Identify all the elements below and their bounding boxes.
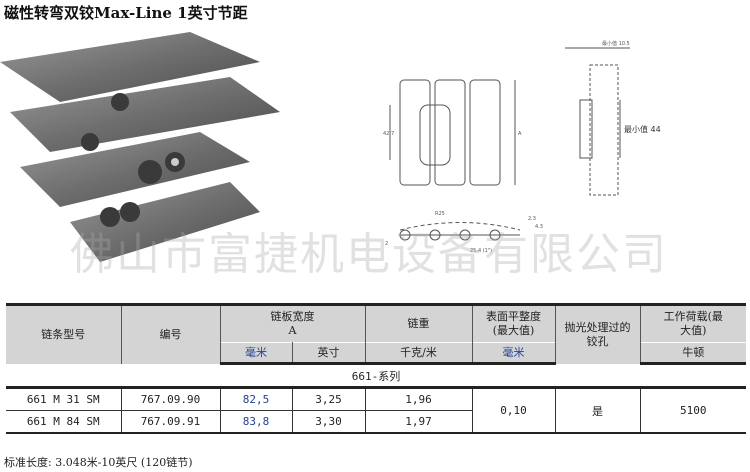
label-pitch: 25.4 (1"): [470, 248, 492, 254]
header-code: 编号: [120, 303, 221, 364]
technical-drawing: 最小值 10.5 A 42.7 最小值 44 R25 2.3 4.3 25.4 …: [383, 40, 661, 254]
cell-load: 5100: [639, 386, 746, 434]
unit-mm: 毫米: [220, 342, 293, 365]
standard-length-note: 标准长度: 3.048米-10英尺 (120链节): [4, 456, 193, 469]
cell-mm: 82,5: [219, 386, 293, 411]
cell-flatness: 0,10: [471, 386, 556, 434]
label-427: 42.7: [383, 131, 394, 137]
page-title: 磁性转弯双铰Max-Line 1英寸节距: [4, 4, 248, 22]
header-model: 链条型号: [6, 303, 122, 364]
cell-code: 767.09.90: [120, 386, 221, 411]
header-width-label: 链板宽度: [270, 310, 315, 323]
cell-inch: 3,30: [291, 410, 366, 434]
header-polished: 抛光处理过的铰孔: [554, 303, 641, 364]
unit-inch: 英寸: [291, 342, 366, 365]
cell-weight: 1,97: [364, 410, 472, 434]
unit-kgm: 千克/米: [364, 342, 473, 365]
cell-polished: 是: [554, 386, 641, 434]
cell-model: 661 M 31 SM: [6, 386, 122, 411]
cell-weight: 1,96: [364, 386, 473, 411]
header-width-sub: A: [288, 324, 297, 337]
label-23: 2.3: [528, 216, 536, 222]
watermark: 佛山市富捷机电设备有限公司: [70, 229, 668, 280]
unit-flat-mm: 毫米: [471, 342, 556, 365]
unit-n: 牛顿: [639, 342, 746, 365]
label-a: A: [518, 131, 522, 137]
label-43: 4.3: [535, 224, 543, 230]
cell-inch: 3,25: [291, 386, 366, 411]
header-weight: 链重: [364, 303, 473, 343]
cell-mm: 83,8: [219, 410, 293, 434]
cell-model: 661 M 84 SM: [6, 410, 122, 434]
label-min-44: 最小值 44: [624, 124, 661, 134]
series-label: 661-系列: [351, 369, 401, 383]
header-flatness: 表面平整度(最大值): [471, 303, 556, 343]
label-2: 2: [385, 241, 388, 247]
label-radius: R25: [435, 211, 445, 217]
cell-code: 767.09.91: [120, 410, 221, 434]
chain-photo: [0, 32, 280, 262]
table-row: 661 M 84 SM 767.09.91 83,8 3,30 1,97: [6, 410, 746, 434]
header-load: 工作荷载(最大值): [639, 303, 746, 343]
label-min-gap: 最小值 10.5: [602, 40, 630, 47]
table-row: 661 M 31 SM 767.09.90 82,5 3,25 1,96 0,1…: [6, 386, 746, 434]
